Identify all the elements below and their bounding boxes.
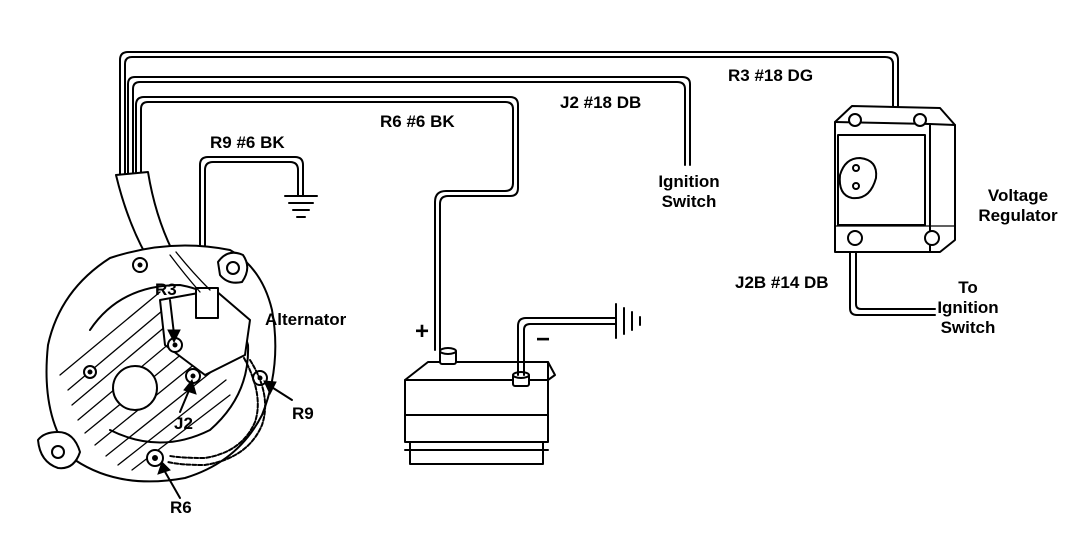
r3-terminal-label: R3 [155,280,177,299]
ignition-switch-line-2: Switch [661,192,717,211]
r9-ground-wire [199,156,304,263]
r6-terminal-label: R6 [170,498,192,517]
j2-wire-label: J2 #18 DB [560,93,642,112]
r6-wire-label: R6 #6 BK [380,112,455,131]
to-ignition-switch-label: To Ignition Switch [928,278,1008,338]
ignition-switch-line-1: Ignition [658,172,720,191]
to-ignition-line-3: Switch [940,318,996,337]
j2b-wire-label: J2B #14 DB [735,273,829,292]
alternator [37,244,277,483]
j2-terminal-label: J2 [174,414,193,433]
voltage-regulator-label: Voltage Regulator [968,186,1068,226]
battery-ground-wire [517,317,616,376]
battery [404,347,556,465]
voltage-regulator [834,105,956,253]
ground-symbol-r9 [284,195,318,218]
callout-arrows [157,299,293,499]
harness-wires [119,51,899,351]
alternator-label: Alternator [265,310,347,329]
r9-terminal-label: R9 [292,404,314,423]
voltage-regulator-line-2: Regulator [978,206,1058,225]
r9-wire-label: R9 #6 BK [210,133,285,152]
ground-symbol-battery [615,303,641,339]
voltage-regulator-line-1: Voltage [987,186,1049,205]
battery-negative-sign: − [536,326,551,353]
ignition-switch-label: Ignition Switch [642,172,736,212]
to-ignition-line-1: To [958,278,978,297]
battery-positive-sign: + [415,318,430,345]
j2b-wire [849,251,936,316]
r3-wire-label: R3 #18 DG [728,66,814,85]
to-ignition-line-2: Ignition [937,298,999,317]
